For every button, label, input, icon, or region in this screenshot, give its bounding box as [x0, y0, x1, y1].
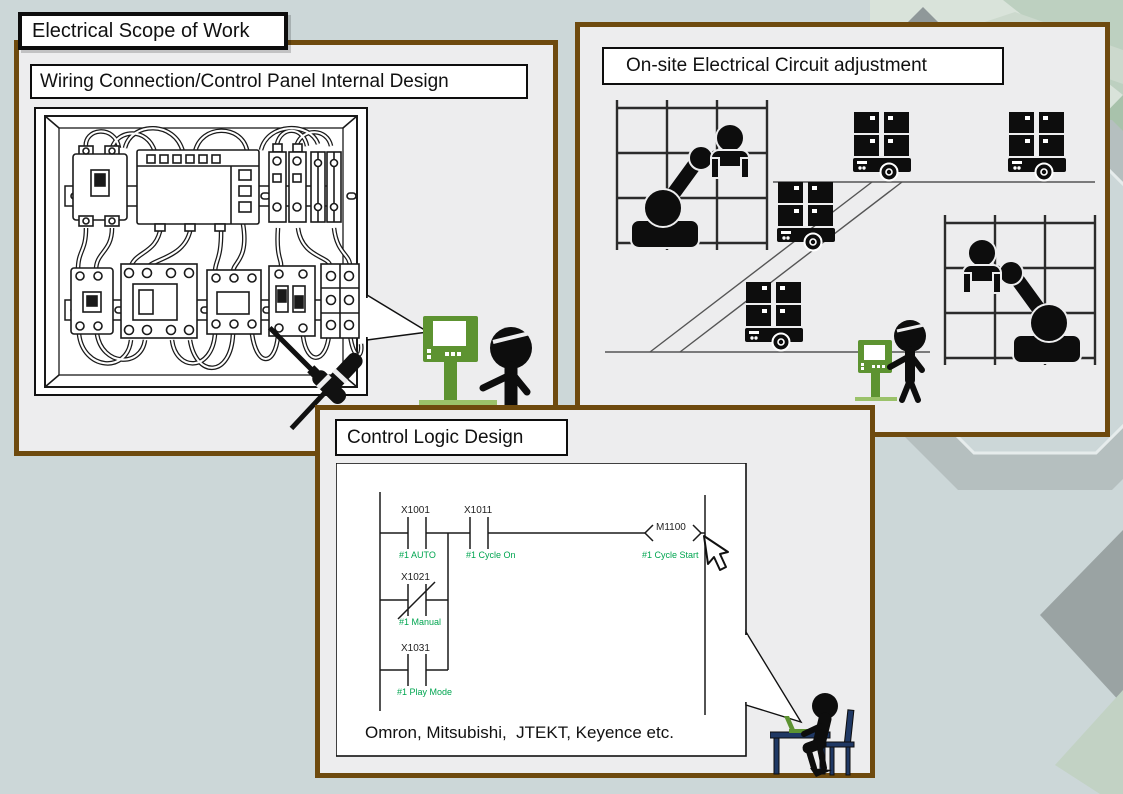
hmi-screen [864, 345, 885, 360]
contact-comment: #1 AUTO [399, 550, 436, 560]
agv-3 [776, 181, 836, 252]
robot-cell-2 [943, 213, 1097, 365]
logic-panel-title: Control Logic Design [335, 419, 568, 456]
wiring-illustration [34, 107, 532, 438]
relay [206, 269, 262, 335]
robot-cell-1 [615, 98, 769, 250]
terminal-blocks-top [268, 143, 342, 223]
hmi-kiosk-and-worker-onsite [855, 320, 926, 403]
contact-address: X1021 [401, 572, 430, 583]
contact-comment: #1 Play Mode [397, 687, 452, 697]
contactor [120, 263, 198, 339]
slide-title-text: Electrical Scope of Work [32, 19, 250, 42]
ladder-diagram: X1001 X1011 X1021 X1031 M1100 #1 AUTO #1… [336, 463, 803, 757]
plc-unit [136, 149, 260, 232]
terminal-blocks-bottom [320, 263, 360, 339]
hmi-screen [433, 321, 466, 346]
onsite-illustration [605, 98, 1097, 403]
onsite-panel-title-text: On-site Electrical Circuit adjustment [626, 55, 927, 76]
circuit-breaker [72, 145, 128, 227]
contact-address: X1001 [401, 505, 430, 516]
edge-stripe-gray [1040, 530, 1123, 705]
slide-title: Electrical Scope of Work [18, 12, 288, 50]
wiring-panel-title-text: Wiring Connection/Control Panel Internal… [40, 70, 449, 92]
contact-comment: #1 Cycle On [466, 550, 516, 560]
contact-address: X1031 [401, 643, 430, 654]
ladder-rungs [379, 492, 706, 715]
logic-panel-title-text: Control Logic Design [347, 426, 524, 448]
agv-2 [1007, 111, 1067, 182]
onsite-panel: On-site Electrical Circuit adjustment [575, 22, 1110, 437]
onsite-panel-title: On-site Electrical Circuit adjustment [602, 47, 1004, 85]
edge-stripe-sage [1055, 690, 1123, 794]
contact-comment: #1 Manual [399, 617, 441, 627]
ladder-labels: X1001 X1011 X1021 X1031 M1100 #1 AUTO #1… [397, 505, 699, 697]
plc-vendors-text: Omron, Mitsubishi, JTEKT, Keyence etc. [365, 723, 674, 742]
engineer-at-desk [770, 693, 855, 777]
logic-panel: Control Logic Design [315, 405, 875, 778]
laptop-icon [784, 716, 812, 733]
switch-breaker [268, 265, 316, 337]
person-silhouette [801, 693, 838, 777]
agv-road [649, 181, 873, 353]
wiring-panel-title: Wiring Connection/Control Panel Internal… [30, 64, 528, 99]
contact-address: X1011 [464, 505, 493, 516]
wiring-panel: Wiring Connection/Control Panel Internal… [14, 40, 558, 456]
worker-silhouette [887, 320, 926, 403]
agv-4 [744, 281, 804, 352]
ladder-box [336, 463, 747, 757]
chair [825, 709, 855, 776]
wires [75, 125, 364, 370]
coil-comment: #1 Cycle Start [642, 550, 699, 560]
mini-breaker [70, 267, 114, 335]
agv-road [679, 181, 903, 353]
screwdriver-icon [267, 325, 363, 431]
control-panel-wiring-art [44, 115, 364, 388]
agv-1 [852, 111, 912, 182]
coil-address: M1100 [656, 522, 686, 533]
speech-bubble-tail [366, 293, 431, 341]
cursor-icon [703, 535, 729, 571]
